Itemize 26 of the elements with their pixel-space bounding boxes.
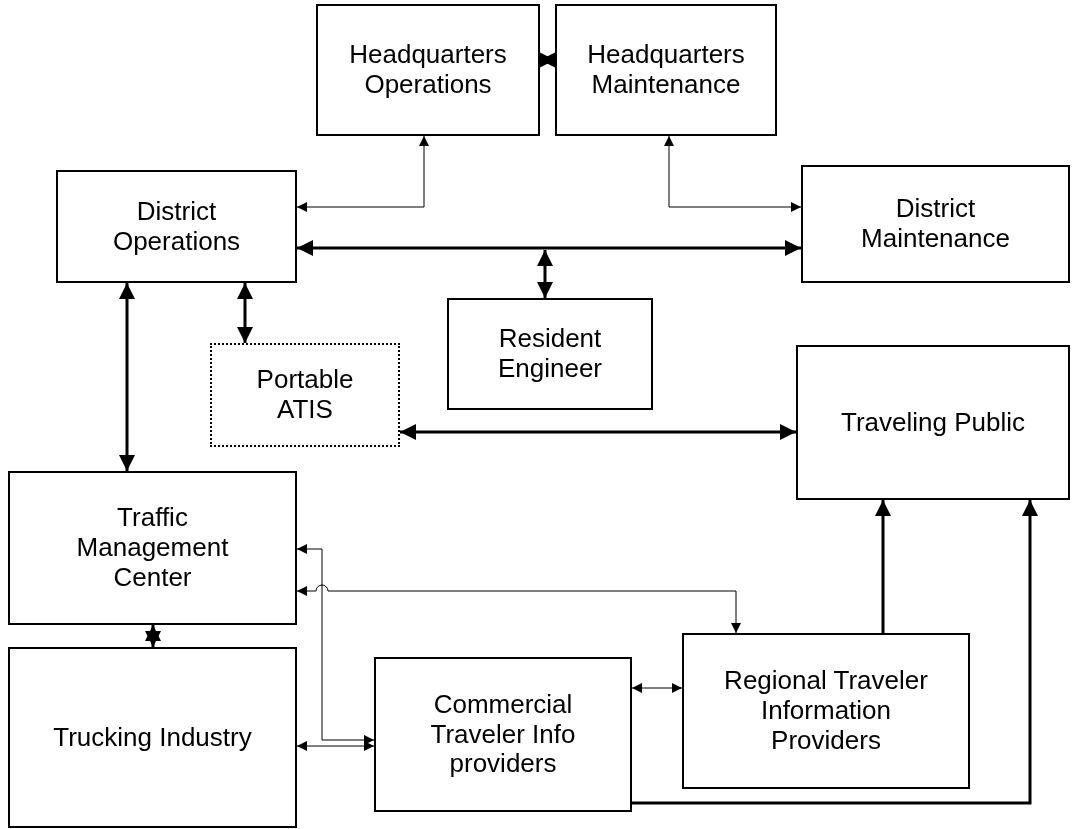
arrow: [537, 250, 553, 298]
arrow: [296, 135, 429, 212]
dotted-box: Portable ATIS: [210, 343, 400, 447]
arrow: [297, 240, 801, 256]
arrow: [631, 683, 683, 693]
arrow: [539, 52, 556, 68]
process-box: Headquarters Operations: [316, 4, 540, 136]
process-box: District Maintenance: [801, 165, 1070, 283]
process-box: Resident Engineer: [447, 298, 653, 410]
arrow: [664, 135, 802, 212]
process-box: Trucking Industry: [8, 647, 297, 828]
process-box: Commercial Traveler Info providers: [374, 657, 632, 812]
process-box: Headquarters Maintenance: [555, 4, 777, 136]
arrow: [875, 500, 891, 633]
arrow: [145, 625, 161, 647]
process-box: Regional Traveler Information Providers: [682, 633, 970, 789]
arrow: [400, 424, 796, 440]
arrow: [296, 741, 375, 751]
arrow: [296, 544, 375, 745]
process-box: District Operations: [56, 170, 297, 283]
process-box: Traveling Public: [796, 345, 1070, 500]
arrow: [632, 500, 1038, 805]
arrow: [296, 584, 741, 634]
arrow: [237, 283, 253, 343]
arrow: [119, 283, 135, 471]
process-box: Traffic Management Center: [8, 471, 297, 625]
